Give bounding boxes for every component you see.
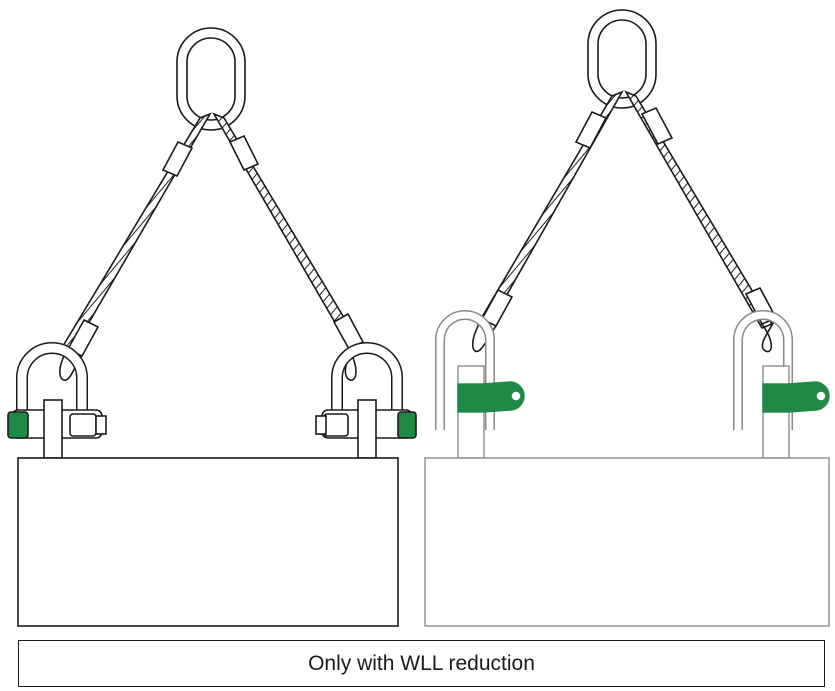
load-block-left [17,457,399,627]
shackle-right-2 [733,310,830,459]
sling-leg-right-a [471,90,624,353]
left-rigging [7,27,417,627]
sling-leg-left-b [212,112,365,381]
master-link-right [587,9,657,109]
master-link-left [176,27,246,131]
shackle-right-1 [435,310,525,459]
load-block-right [424,457,830,627]
caption-box: Only with WLL reduction [18,640,825,687]
caption-text: Only with WLL reduction [308,651,535,675]
sling-leg-left-a [59,112,212,381]
right-rigging [424,9,830,627]
shackle-left-2 [315,342,417,459]
sling-leg-right-b [624,90,778,353]
shackle-pin-head [7,411,29,439]
shackle-left-1 [7,342,107,459]
